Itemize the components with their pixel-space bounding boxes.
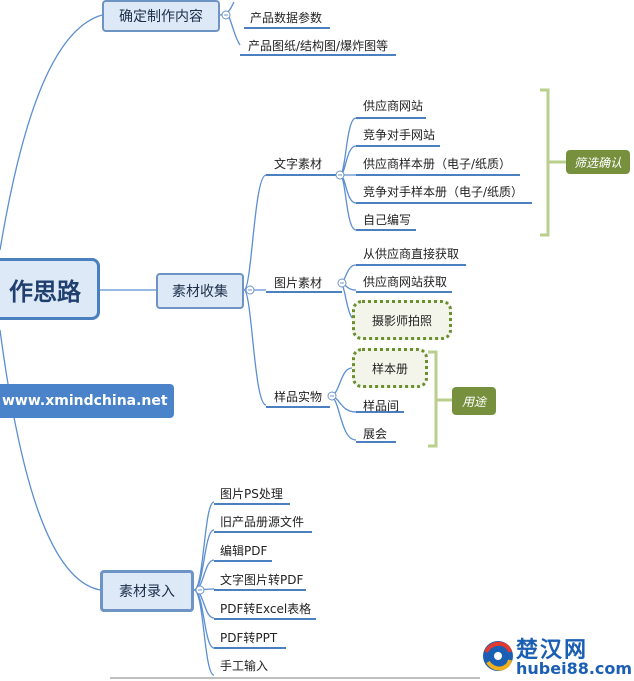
leaf-product-drawings[interactable]: 产品图纸/结构图/爆炸图等 bbox=[248, 39, 389, 53]
summary-bracket-sample bbox=[428, 350, 452, 448]
leaf-product-data[interactable]: 产品数据参数 bbox=[250, 11, 323, 25]
leaf-sample-room[interactable]: 样品间 bbox=[363, 399, 400, 413]
topic-material-entry[interactable]: 素材录入 bbox=[100, 570, 194, 612]
topic-confirm-content[interactable]: 确定制作内容 bbox=[102, 0, 220, 32]
leaf-competitor-website[interactable]: 竞争对手网站 bbox=[363, 128, 436, 142]
connector-content bbox=[0, 14, 103, 251]
leaf-supplier-catalog[interactable]: 供应商样本册（电子/纸质） bbox=[363, 157, 512, 171]
subtopic-image-material[interactable]: 图片素材 bbox=[274, 276, 323, 290]
watermark-logo: 楚汉网 hubei88.com bbox=[516, 638, 633, 678]
leaf-image-to-pdf[interactable]: 文字图片转PDF bbox=[220, 573, 304, 587]
connector-content-children bbox=[219, 1, 241, 46]
leaf-pdf-to-ppt[interactable]: PDF转PPT bbox=[220, 631, 278, 645]
logo-swirl-icon bbox=[483, 641, 513, 671]
topic-material-collection[interactable]: 素材收集 bbox=[156, 273, 244, 309]
subtopic-text-material[interactable]: 文字素材 bbox=[274, 157, 323, 171]
leaf-supplier-website[interactable]: 供应商网站 bbox=[363, 99, 424, 113]
leaf-ps-processing[interactable]: 图片PS处理 bbox=[220, 487, 283, 501]
leaf-self-write[interactable]: 自己编写 bbox=[363, 213, 412, 227]
subtopic-sample-material[interactable]: 样品实物 bbox=[274, 390, 323, 404]
summary-tag-usage[interactable]: 用途 bbox=[452, 387, 496, 415]
leaf-competitor-catalog[interactable]: 竞争对手样本册（电子/纸质） bbox=[363, 185, 524, 199]
summary-bracket-text bbox=[540, 88, 566, 237]
leaf-exhibition[interactable]: 展会 bbox=[363, 427, 388, 441]
leaf-pdf-to-excel[interactable]: PDF转Excel表格 bbox=[220, 602, 312, 616]
leaf-photographer[interactable]: 摄影师拍照 bbox=[352, 300, 452, 340]
connector-text-children bbox=[339, 117, 357, 231]
leaf-manual-input[interactable]: 手工输入 bbox=[220, 659, 269, 673]
central-topic[interactable]: 作思路 bbox=[0, 258, 100, 320]
leaf-from-supplier[interactable]: 从供应商直接获取 bbox=[363, 247, 460, 261]
leaf-supplier-site-fetch[interactable]: 供应商网站获取 bbox=[363, 275, 448, 289]
summary-tag-filter[interactable]: 筛选确认 bbox=[566, 150, 630, 174]
leaf-edit-pdf[interactable]: 编辑PDF bbox=[220, 544, 268, 558]
connector-entry bbox=[0, 329, 101, 591]
leaf-sample-book[interactable]: 样本册 bbox=[352, 348, 428, 388]
website-link[interactable]: www.xmindchina.net bbox=[0, 384, 174, 418]
leaf-old-source-files[interactable]: 旧产品册源文件 bbox=[220, 515, 305, 529]
